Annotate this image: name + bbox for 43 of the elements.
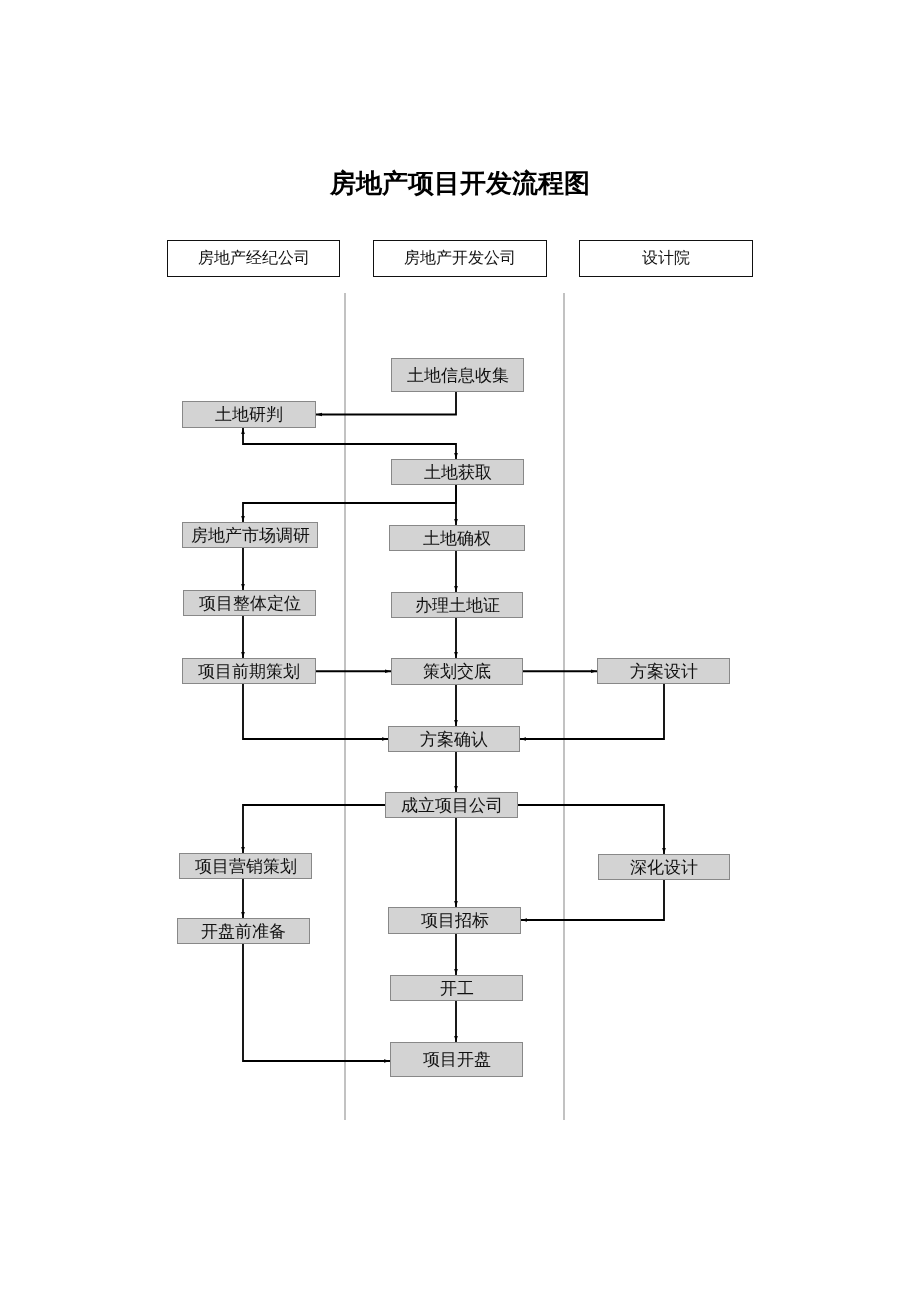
arrow	[454, 751, 458, 793]
process-box: 土地研判	[182, 401, 316, 428]
process-box: 办理土地证	[391, 592, 523, 618]
arrow	[242, 943, 391, 1063]
process-box: 策划交底	[391, 658, 523, 685]
arrow	[454, 484, 458, 526]
lane-header: 房地产开发公司	[373, 240, 547, 277]
arrow	[454, 617, 458, 659]
arrow	[454, 817, 458, 908]
arrow	[454, 550, 458, 593]
process-box: 成立项目公司	[385, 792, 518, 818]
arrow	[241, 427, 458, 460]
arrow	[454, 933, 458, 976]
process-box: 项目前期策划	[182, 658, 316, 684]
arrow	[241, 878, 245, 919]
process-box: 开盘前准备	[177, 918, 310, 944]
process-box: 项目营销策划	[179, 853, 312, 879]
arrow	[315, 669, 392, 674]
arrow	[241, 547, 245, 591]
arrow	[315, 391, 457, 417]
lane-header: 房地产经纪公司	[167, 240, 340, 277]
process-box: 土地信息收集	[391, 358, 524, 392]
arrow	[242, 683, 389, 741]
process-box: 项目开盘	[390, 1042, 523, 1077]
process-box: 深化设计	[598, 854, 730, 880]
process-box: 方案确认	[388, 726, 520, 752]
process-box: 房地产市场调研	[182, 522, 318, 548]
process-box: 开工	[390, 975, 523, 1001]
process-box: 项目整体定位	[183, 590, 316, 616]
lane-header: 设计院	[579, 240, 753, 277]
process-box: 土地确权	[389, 525, 525, 551]
process-box: 土地获取	[391, 459, 524, 485]
title: 房地产项目开发流程图	[329, 167, 591, 200]
process-box: 方案设计	[597, 658, 730, 684]
arrow	[517, 804, 666, 855]
arrow	[519, 683, 665, 741]
arrow	[520, 879, 665, 922]
arrow	[522, 669, 598, 674]
arrow	[454, 1000, 458, 1043]
arrow	[454, 684, 458, 727]
arrow	[241, 615, 245, 659]
process-box: 项目招标	[388, 907, 521, 934]
arrow	[241, 804, 386, 854]
